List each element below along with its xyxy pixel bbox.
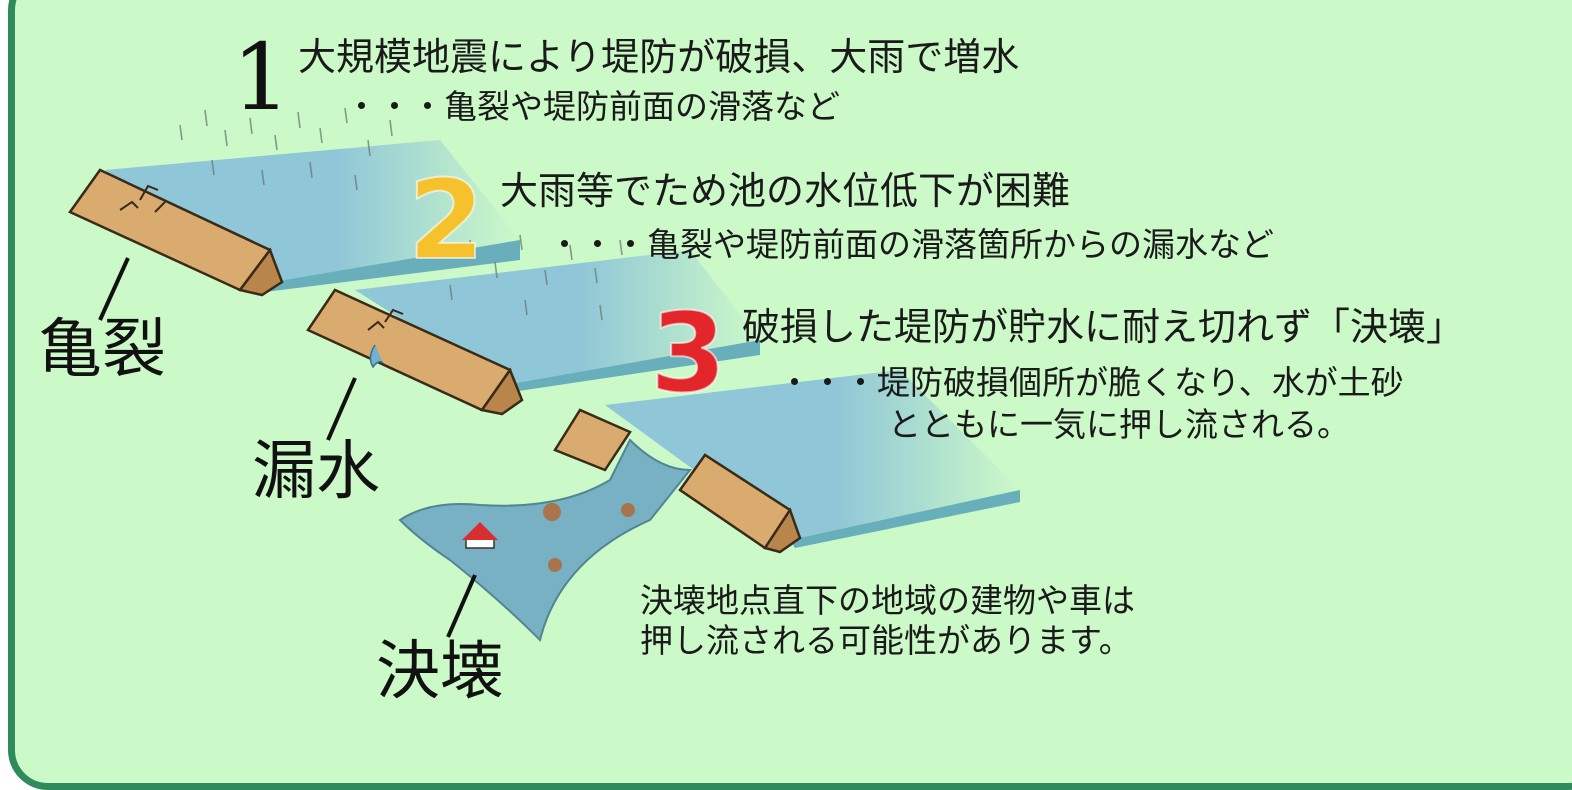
note-line-1: 決壊地点直下の地域の建物や車は [640,581,1135,620]
step-2-title: 大雨等でため池の水位低下が困難 [500,169,1071,213]
step-3-title: 破損した堤防が貯水に耐え切れず「決壊」 [742,305,1465,349]
leak-spout [369,344,384,369]
reservoir-3-water [605,370,1020,540]
step-3-detail-line-1: ・・・堤防破損個所が脆くなり、水が土砂 [778,363,1404,402]
diagram-frame: 1 大規模地震により堤防が破損、大雨で増水 ・・・亀裂や堤防前面の滑落など 2 … [8,0,1572,790]
dam-2 [306,250,760,416]
dam-3 [398,370,1020,642]
crack-leader [98,257,130,321]
house-roof [462,522,498,540]
debris-rock [543,503,561,521]
breach-leader [446,574,477,638]
crack-marks-2 [367,308,404,331]
debris-rock [548,558,562,572]
reservoir-2-edge [505,340,760,392]
debris-rock [621,503,635,517]
dam-2-end [479,367,524,416]
rain-streaks [179,107,623,321]
step-1-detail: ・・・亀裂や堤防前面の滑落など [345,87,840,126]
step-1-title: 大規模地震により堤防が破損、大雨で増水 [298,35,1020,79]
step-3-detail-line-2: とともに一気に押し流される。 [888,405,1350,444]
reservoir-3-edge [790,490,1020,548]
breach-flood-water [398,438,693,642]
crack-marks-1 [119,184,166,213]
note-line-2: 押し流される可能性があります。 [640,621,1132,660]
illustration [68,107,1020,642]
leak-label: 漏水 [252,435,380,509]
step-2-detail: ・・・亀裂や堤防前面の滑落箇所からの漏水など [548,225,1274,264]
dam-3-left [553,408,632,472]
dam-1 [68,140,520,297]
leak-leader [326,377,357,441]
step-2-number: 2 [407,156,486,284]
dam-1-end [237,247,284,297]
step-1-number: 1 [232,24,291,131]
crack-label: 亀裂 [38,313,166,387]
step-3-number: 3 [649,289,728,417]
reservoir-1-edge [255,240,520,292]
dam-3-end [763,507,802,554]
breach-label: 決壊 [376,635,504,709]
